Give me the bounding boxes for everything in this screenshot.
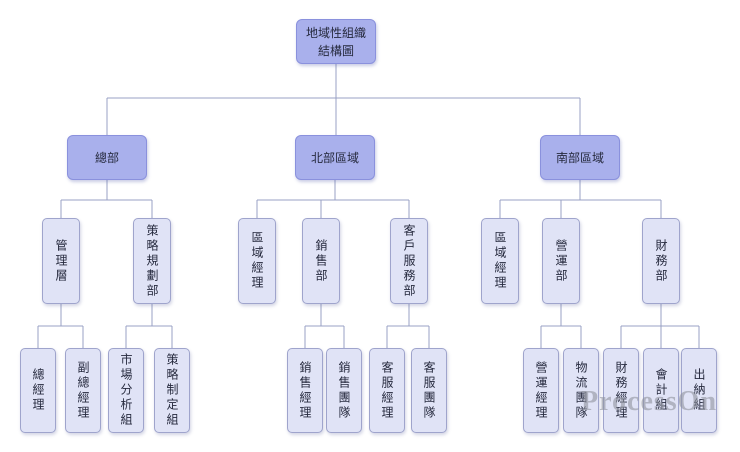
node-sales-manager-label: 銷售經理 — [298, 360, 312, 421]
node-cs-team[interactable]: 客服團隊 — [411, 348, 447, 433]
node-general-manager[interactable]: 總經理 — [20, 348, 56, 433]
node-cashier-group-label: 出納組 — [692, 368, 706, 413]
node-sales-dept-label: 銷售部 — [314, 238, 328, 284]
node-root-label-line2: 結構圖 — [317, 43, 354, 58]
node-sales-team-label: 銷售團隊 — [337, 360, 351, 421]
node-south-region-label: 南部區域 — [555, 151, 604, 165]
node-north-regional-manager-label: 區域經理 — [250, 231, 264, 291]
node-headquarters-label: 總部 — [94, 151, 119, 165]
node-general-manager-label: 總經理 — [31, 368, 45, 413]
node-finance-dept[interactable]: 財務部 — [642, 218, 680, 304]
node-finance-manager[interactable]: 財務經理 — [603, 348, 639, 433]
node-south-regional-manager-label: 區域經理 — [493, 231, 507, 291]
node-deputy-general-manager-label: 副總經理 — [76, 360, 90, 421]
node-finance-dept-label: 財務部 — [654, 238, 668, 284]
node-strategy-formulation-group-label: 策略制定組 — [165, 353, 179, 428]
node-headquarters[interactable]: 總部 — [67, 135, 147, 180]
node-sales-dept[interactable]: 銷售部 — [302, 218, 340, 304]
node-customer-service-dept[interactable]: 客戶服務部 — [390, 218, 428, 304]
node-ops-manager-label: 營運經理 — [534, 360, 548, 421]
node-south-regional-manager[interactable]: 區域經理 — [481, 218, 519, 304]
node-logistics-team[interactable]: 物流團隊 — [563, 348, 599, 433]
node-cs-team-label: 客服團隊 — [422, 360, 436, 421]
node-north-regional-manager[interactable]: 區域經理 — [238, 218, 276, 304]
node-market-analysis-group-label: 市場分析組 — [119, 353, 133, 428]
node-management-label: 管理層 — [54, 238, 68, 284]
node-sales-team[interactable]: 銷售團隊 — [326, 348, 362, 433]
node-finance-manager-label: 財務經理 — [614, 360, 628, 421]
node-north-region-label: 北部區域 — [310, 151, 359, 165]
node-operations-dept-label: 營運部 — [554, 238, 568, 284]
node-accounting-group[interactable]: 會計組 — [643, 348, 679, 433]
node-cashier-group[interactable]: 出納組 — [681, 348, 717, 433]
node-root-label-line1: 地域性組織 — [305, 25, 366, 40]
node-accounting-group-label: 會計組 — [654, 368, 668, 413]
node-strategy-planning-dept[interactable]: 策略規劃部 — [133, 218, 171, 304]
node-root[interactable]: 地域性組織 結構圖 — [296, 19, 376, 64]
node-operations-dept[interactable]: 營運部 — [542, 218, 580, 304]
node-ops-manager[interactable]: 營運經理 — [523, 348, 559, 433]
node-deputy-general-manager[interactable]: 副總經理 — [65, 348, 101, 433]
node-cs-manager[interactable]: 客服經理 — [369, 348, 405, 433]
node-strategy-planning-dept-label: 策略規劃部 — [145, 223, 159, 299]
node-logistics-team-label: 物流團隊 — [574, 360, 588, 421]
node-cs-manager-label: 客服經理 — [380, 360, 394, 421]
node-south-region[interactable]: 南部區域 — [540, 135, 620, 180]
node-customer-service-dept-label: 客戶服務部 — [402, 223, 416, 299]
node-management[interactable]: 管理層 — [42, 218, 80, 304]
node-strategy-formulation-group[interactable]: 策略制定組 — [154, 348, 190, 433]
node-sales-manager[interactable]: 銷售經理 — [287, 348, 323, 433]
node-market-analysis-group[interactable]: 市場分析組 — [108, 348, 144, 433]
node-root-label: 地域性組織 結構圖 — [306, 24, 366, 60]
node-north-region[interactable]: 北部區域 — [295, 135, 375, 180]
